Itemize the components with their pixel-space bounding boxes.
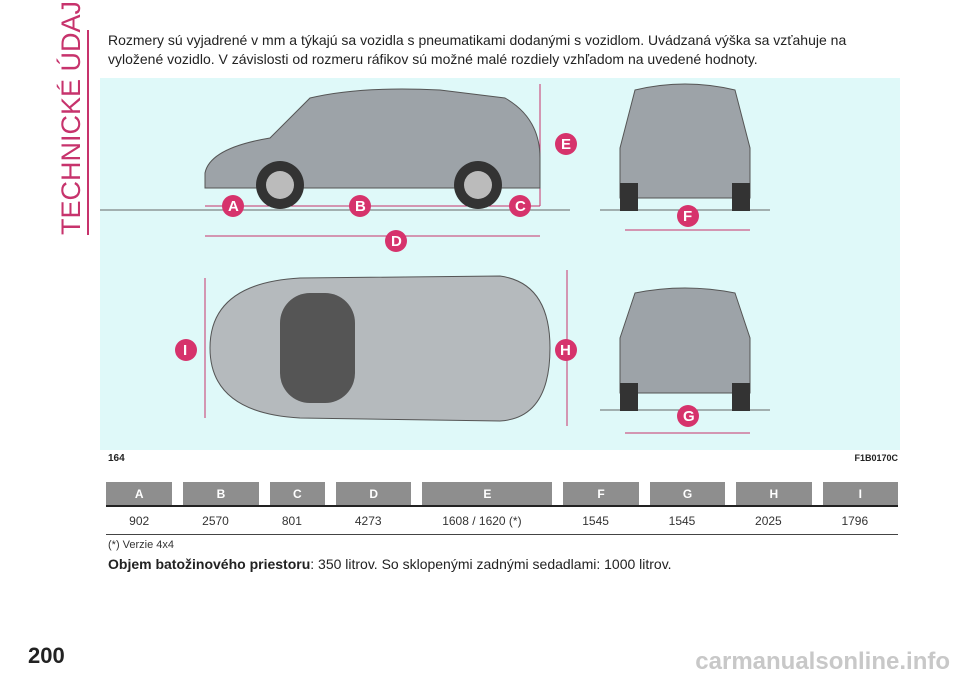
col-header: H [725, 482, 812, 505]
section-title: TECHNICKÉ ÚDAJE [56, 0, 86, 235]
label-h [555, 339, 577, 361]
svg-text:B: B [355, 198, 366, 215]
label-d [385, 230, 407, 252]
svg-text:E: E [561, 136, 571, 153]
section-title-text: TECHNICKÉ ÚDAJE [56, 0, 86, 235]
cell: 2025 [725, 505, 812, 535]
col-header: F [552, 482, 639, 505]
table-header-row: A B C D E F G H I [106, 482, 898, 505]
label-b [349, 195, 371, 217]
watermark: carmanualsonline.info [695, 648, 950, 675]
svg-text:H: H [560, 342, 571, 359]
cell: 1545 [638, 505, 726, 535]
svg-text:G: G [683, 408, 695, 425]
label-e [555, 133, 577, 155]
page-number: 200 [28, 643, 65, 668]
vehicle-diagram: A B C D E F G H I [100, 83, 770, 434]
figure-code: F1B0170C [854, 453, 898, 463]
side-view-car [204, 88, 541, 209]
cell: 801 [258, 505, 326, 535]
col-header: I [811, 482, 898, 505]
cargo-label: Objem batožinového priestoru [108, 556, 311, 572]
label-f [677, 205, 699, 227]
label-g [677, 405, 699, 427]
cargo-text: : 350 litrov. So sklopenými zadnými seda… [310, 556, 672, 572]
front-view-car [619, 83, 751, 211]
intro-paragraph: Rozmery sú vyjadrené v mm a týkajú sa vo… [108, 32, 847, 67]
figure-number: 164 [108, 453, 125, 464]
svg-text:D: D [391, 233, 402, 250]
col-header: E [411, 482, 553, 505]
cell: 2570 [172, 505, 259, 535]
col-header: D [325, 482, 412, 505]
dimensions-figure: A B C D E F G H I [100, 78, 900, 450]
label-a [222, 195, 244, 217]
label-i [175, 339, 197, 361]
section-divider [87, 30, 89, 235]
col-header: C [258, 482, 326, 505]
col-header: B [172, 482, 259, 505]
table-row: 902 2570 801 4273 1608 / 1620 (*) 1545 1… [106, 505, 898, 535]
dimensions-table: A B C D E F G H I 902 2570 801 4273 1608… [106, 482, 898, 535]
rear-view-car [619, 287, 751, 411]
svg-text:F: F [683, 208, 692, 225]
svg-text:A: A [228, 198, 239, 215]
cell: 902 [106, 505, 173, 535]
footnote: (*) Verzie 4x4 [108, 539, 175, 551]
cargo-volume: Objem batožinového priestoru: 350 litrov… [108, 556, 672, 572]
cell: 4273 [325, 505, 412, 535]
label-c [509, 195, 531, 217]
cell: 1796 [811, 505, 898, 535]
col-header: A [106, 482, 173, 505]
svg-text:I: I [183, 342, 187, 359]
col-header: G [638, 482, 726, 505]
top-view-car [209, 275, 551, 422]
cell: 1545 [552, 505, 639, 535]
svg-text:C: C [515, 198, 526, 215]
cell: 1608 / 1620 (*) [411, 505, 553, 535]
